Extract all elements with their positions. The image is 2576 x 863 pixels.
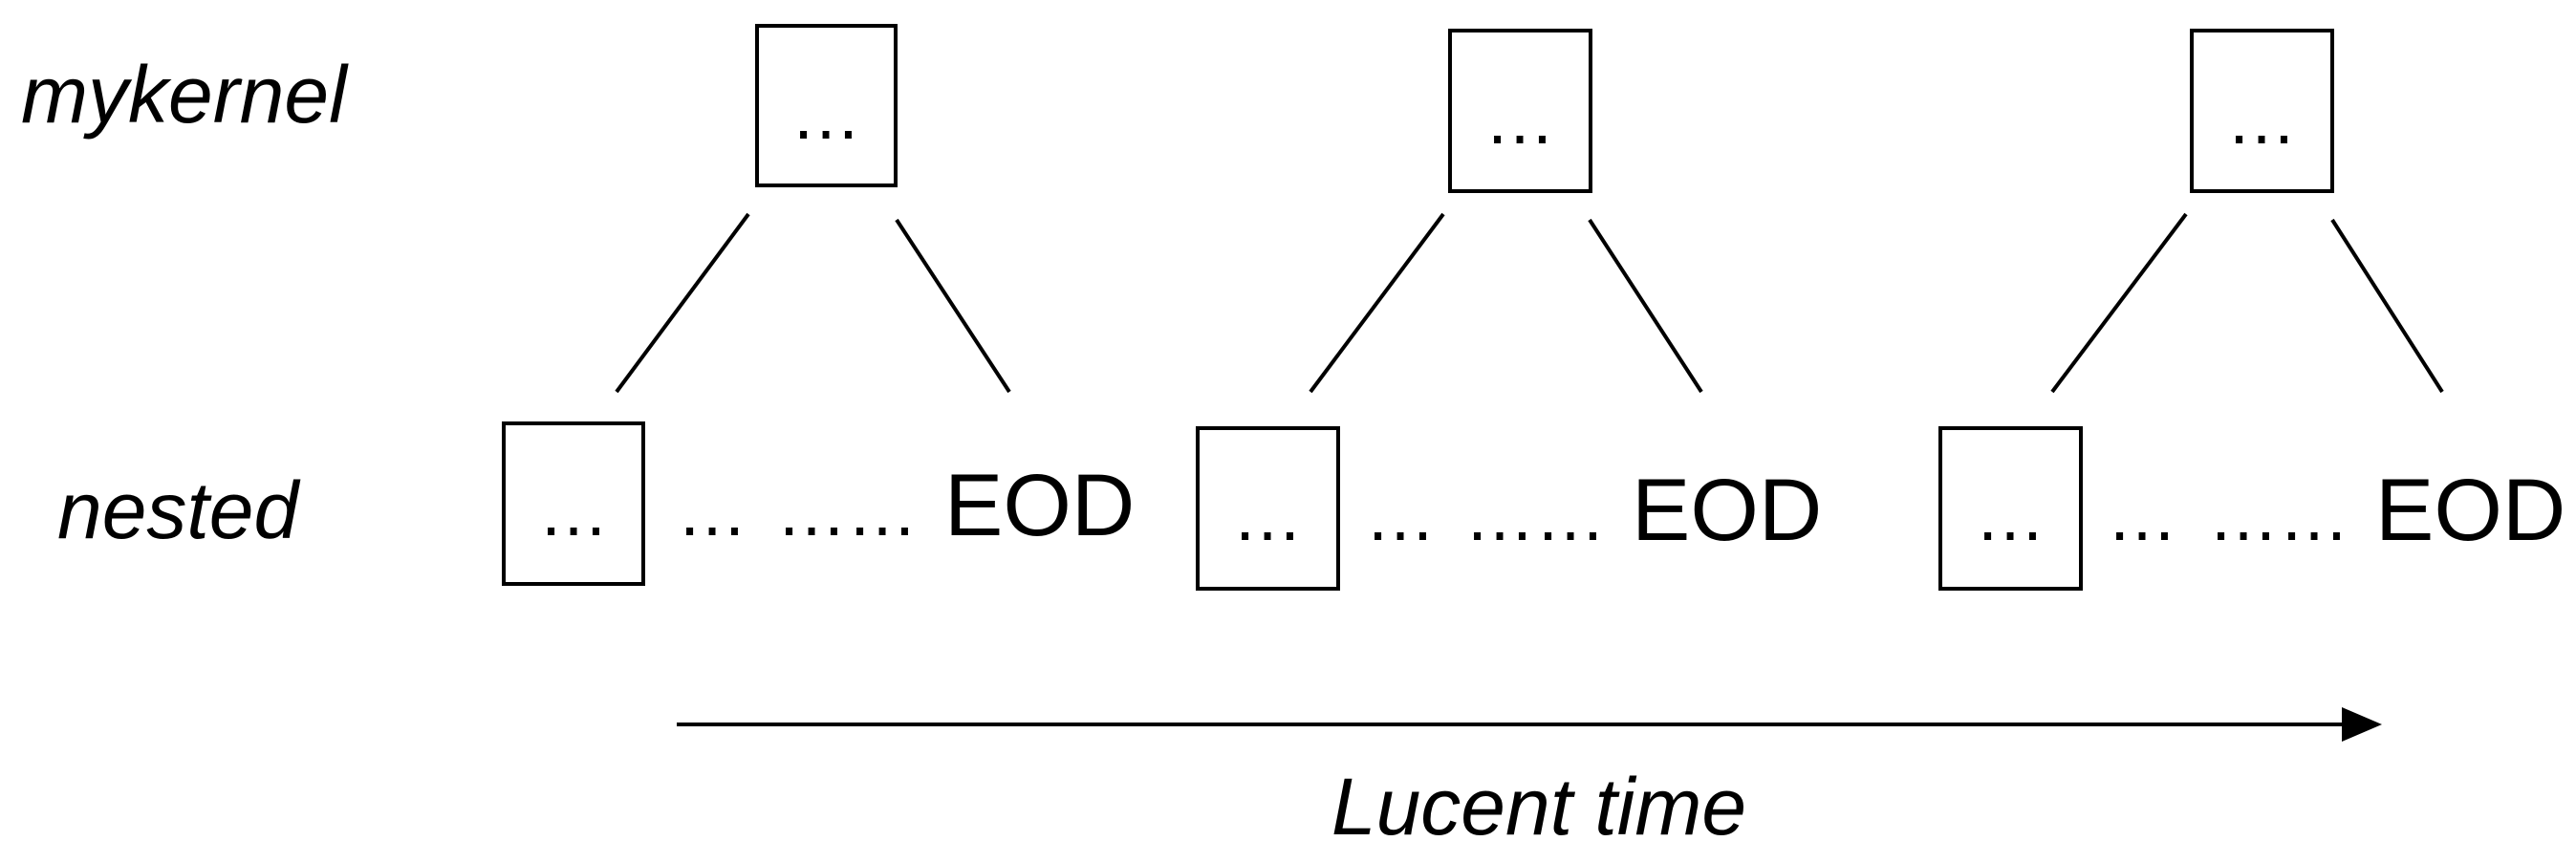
nested-box	[502, 421, 645, 586]
sequence-dots-1: …	[1365, 476, 1436, 555]
group-2: … … … …… EOD	[1196, 29, 1822, 591]
nested-box-text: …	[538, 471, 609, 550]
group-3: … … … …… EOD	[1938, 29, 2565, 591]
tree-edge-left	[615, 212, 750, 394]
sequence-dots-2: ……	[2208, 476, 2349, 555]
tree-edge-right	[2330, 218, 2444, 394]
sequence-eod: EOD	[2375, 462, 2565, 559]
kernel-box-text: …	[790, 75, 861, 154]
nested-box	[1938, 426, 2083, 591]
nested-box	[1196, 426, 1340, 591]
kernel-box	[755, 24, 898, 187]
kernel-box	[2190, 29, 2334, 193]
nested-row-label: nested	[57, 465, 300, 555]
kernel-box	[1448, 29, 1592, 193]
mykernel-row-label: mykernel	[21, 50, 349, 140]
nested-box-text: …	[1975, 476, 2046, 555]
tree-edge-right	[895, 218, 1011, 394]
sequence-dots-2: ……	[1464, 476, 1606, 555]
tree-edge-right	[1588, 218, 1703, 394]
sequence-dots-1: …	[2107, 476, 2177, 555]
tree-edge-left	[2050, 212, 2188, 394]
time-axis-label: Lucent time	[1331, 762, 1746, 852]
kernel-box-text: …	[1484, 79, 1555, 159]
sequence-eod: EOD	[1632, 462, 1822, 559]
kernel-box-text: …	[2226, 79, 2297, 159]
time-axis: Lucent time	[677, 707, 2382, 852]
sequence-dots-2: ……	[776, 471, 918, 550]
group-1: … … … …… EOD	[502, 24, 1135, 586]
sequence-eod: EOD	[944, 457, 1135, 554]
nested-box-text: …	[1232, 476, 1303, 555]
tree-edge-left	[1309, 212, 1445, 394]
sequence-dots-1: …	[677, 471, 747, 550]
time-arrow-head	[2342, 707, 2382, 742]
